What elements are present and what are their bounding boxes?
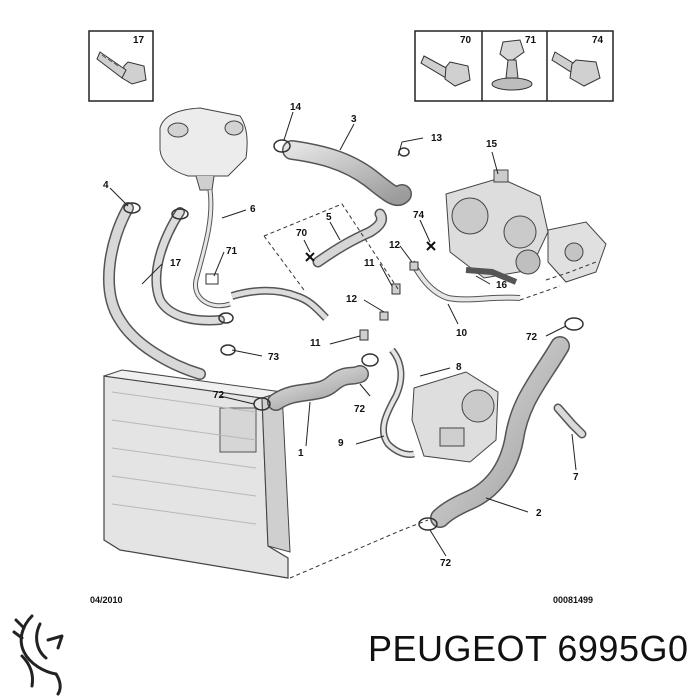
callout-72-bottom: 72 — [440, 558, 452, 569]
callout-2: 2 — [536, 508, 542, 519]
hose-1 — [267, 365, 369, 411]
legend-box-group: 70 71 74 — [414, 30, 614, 102]
callout-14: 14 — [290, 102, 302, 113]
hose-4 — [103, 202, 206, 380]
callout-17: 17 — [170, 258, 182, 269]
legend-label-17: 17 — [133, 35, 145, 46]
brand-part-number: PEUGEOT 6995G0 — [368, 628, 689, 669]
callout-3: 3 — [351, 114, 357, 125]
turbo-assembly — [445, 169, 607, 283]
bolt-icon — [420, 55, 471, 87]
callout-labels: 14 3 13 15 4 6 5 74 70 71 12 17 11 16 12… — [103, 102, 579, 569]
cross-marker-70 — [305, 252, 315, 262]
callout-11-upper: 11 — [364, 258, 375, 269]
peugeot-lion-logo — [12, 614, 64, 696]
callout-10: 10 — [456, 328, 468, 339]
clip-icon — [491, 39, 533, 91]
radiator — [103, 369, 291, 579]
callout-7: 7 — [573, 472, 579, 483]
callout-72-right: 72 — [526, 332, 538, 343]
legend-label-71: 71 — [525, 35, 537, 46]
callout-71: 71 — [226, 246, 238, 257]
clip-71 — [205, 273, 219, 285]
expansion-tank — [159, 107, 248, 191]
flange-bolt-icon — [551, 51, 601, 87]
pipe-9 — [380, 347, 415, 458]
callout-12-lower: 12 — [346, 294, 358, 305]
legend-box-17: 17 — [88, 30, 154, 102]
hose-5 — [312, 208, 387, 268]
callout-12-upper: 12 — [389, 240, 401, 251]
callout-72-left: 72 — [213, 390, 225, 401]
legend-label-74: 74 — [592, 35, 604, 46]
pipe-6 — [193, 189, 329, 321]
diagram-date: 04/2010 — [90, 595, 123, 605]
callout-16: 16 — [496, 280, 508, 291]
pipe-10 — [409, 260, 521, 303]
callout-4: 4 — [103, 180, 109, 191]
legend-label-70: 70 — [460, 35, 472, 46]
callout-72-mid: 72 — [354, 404, 366, 415]
callout-6: 6 — [250, 204, 256, 215]
bolt-icon — [96, 51, 147, 85]
callout-13: 13 — [431, 133, 443, 144]
hose-7 — [553, 403, 587, 439]
callout-11-lower: 11 — [310, 338, 321, 349]
hose-2 — [430, 336, 570, 528]
callout-9: 9 — [338, 438, 344, 449]
thermostat-housing — [411, 371, 499, 463]
callout-70: 70 — [296, 228, 308, 239]
diagram-reference: 00081499 — [553, 595, 593, 605]
callout-5: 5 — [326, 212, 332, 223]
hose-17 — [151, 207, 225, 326]
leader-lines — [109, 111, 577, 557]
hose-3 — [282, 140, 412, 206]
cross-marker-74 — [426, 241, 436, 251]
callout-1: 1 — [298, 448, 304, 459]
dashed-guides — [263, 203, 597, 579]
small-fasteners — [359, 261, 419, 341]
callout-8: 8 — [456, 362, 462, 373]
callout-74: 74 — [413, 210, 425, 221]
callout-73: 73 — [268, 352, 280, 363]
callout-15: 15 — [486, 139, 498, 150]
